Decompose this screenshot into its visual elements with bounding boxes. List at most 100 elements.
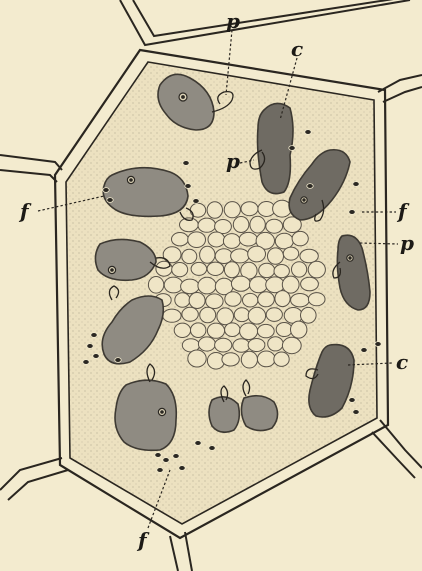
- label-p-left: p: [226, 149, 240, 173]
- cluster-cell: [292, 262, 307, 277]
- body-bottom-mid-a: [209, 397, 239, 432]
- label-c-top: c: [291, 37, 303, 61]
- body-left-upper: [103, 168, 188, 217]
- cluster-cell: [215, 220, 232, 234]
- cluster-cell: [282, 337, 301, 353]
- cluster-cell: [266, 308, 282, 322]
- body-bottom-left: [115, 380, 176, 450]
- label-f-left: f: [18, 199, 32, 223]
- cluster-cell: [300, 249, 318, 263]
- cluster-cell: [268, 248, 284, 264]
- cluster-cell: [248, 307, 265, 324]
- granule: [107, 198, 113, 203]
- cluster-cell: [198, 337, 215, 351]
- cluster-cell: [164, 277, 183, 293]
- granule: [115, 358, 121, 363]
- cluster-cell: [233, 339, 250, 352]
- cluster-cell: [243, 293, 258, 307]
- cluster-cell: [191, 323, 206, 338]
- cluster-cell: [301, 277, 319, 291]
- cluster-cell: [163, 309, 181, 322]
- cluster-cell: [172, 233, 189, 246]
- granule: [307, 184, 313, 189]
- granule: [91, 333, 97, 338]
- cluster-cell: [189, 293, 205, 309]
- label-f-bottom: f: [136, 528, 150, 552]
- granule: [155, 453, 161, 458]
- granule: [185, 184, 191, 189]
- cluster-cell: [206, 294, 223, 309]
- cluster-cell: [225, 323, 240, 337]
- granule: [83, 360, 89, 365]
- cluster-cell: [182, 249, 197, 263]
- cluster-cell: [292, 231, 308, 245]
- body-top-mid: [258, 103, 294, 193]
- cluster-cell: [198, 218, 216, 232]
- granule: [163, 458, 169, 463]
- cluster-cell: [250, 277, 268, 293]
- cluster-cell: [172, 263, 188, 277]
- granule: [183, 161, 189, 166]
- cluster-cell: [175, 293, 190, 308]
- cluster-cell: [268, 337, 283, 351]
- cluster-cell: [259, 263, 275, 277]
- granule: [349, 398, 355, 403]
- granule: [87, 344, 93, 349]
- cluster-cell: [163, 247, 181, 263]
- cluster-cell: [215, 338, 232, 352]
- cluster-cell: [239, 232, 257, 246]
- cluster-cell: [231, 249, 250, 263]
- label-p-top: p: [226, 9, 240, 33]
- cluster-cell: [200, 307, 216, 323]
- cluster-cell: [217, 308, 234, 325]
- cluster-cell: [188, 232, 206, 248]
- granule: [289, 146, 295, 151]
- label-p-right: p: [400, 231, 414, 255]
- body-left-mid: [95, 239, 156, 280]
- cluster-cell: [274, 352, 289, 366]
- cluster-cell: [198, 277, 216, 294]
- cluster-cell: [275, 291, 290, 307]
- cluster-cell: [291, 321, 307, 338]
- cluster-cell: [308, 293, 325, 306]
- granule: [353, 182, 359, 187]
- cluster-cell: [274, 265, 289, 278]
- cluster-cell: [283, 247, 298, 260]
- cluster-cell: [182, 307, 198, 321]
- cluster-cell: [208, 232, 225, 247]
- cluster-cell: [248, 246, 266, 262]
- granule: [179, 466, 185, 471]
- cluster-cell: [215, 249, 232, 264]
- cluster-cell: [181, 279, 200, 294]
- cluster-cell: [258, 292, 275, 307]
- granule: [349, 210, 355, 215]
- cluster-cell: [266, 219, 283, 233]
- granule: [157, 468, 163, 473]
- cluster-cell: [200, 246, 215, 263]
- cluster-cell: [241, 202, 258, 216]
- cluster-cell: [191, 262, 207, 275]
- granule: [361, 348, 367, 353]
- cluster-cell: [276, 323, 292, 337]
- granule: [305, 130, 311, 135]
- cluster-cell: [188, 350, 206, 367]
- cluster-cell: [207, 262, 224, 275]
- cluster-cell: [291, 294, 310, 307]
- cluster-cell: [301, 307, 317, 323]
- cluster-cell: [224, 262, 239, 278]
- cluster-cell: [223, 234, 240, 249]
- cluster-cell: [257, 351, 275, 367]
- cluster-cell: [250, 216, 265, 233]
- cluster-cell: [308, 261, 325, 278]
- cluster-cell: [257, 324, 274, 337]
- granule: [193, 199, 199, 204]
- granule: [93, 354, 99, 359]
- cluster-cell: [207, 323, 224, 338]
- granule: [195, 441, 201, 446]
- label-f-right: f: [396, 199, 410, 223]
- label-c-right: c: [396, 350, 408, 374]
- cluster-cell: [233, 217, 249, 233]
- granule: [173, 454, 179, 459]
- cluster-cell: [207, 202, 222, 219]
